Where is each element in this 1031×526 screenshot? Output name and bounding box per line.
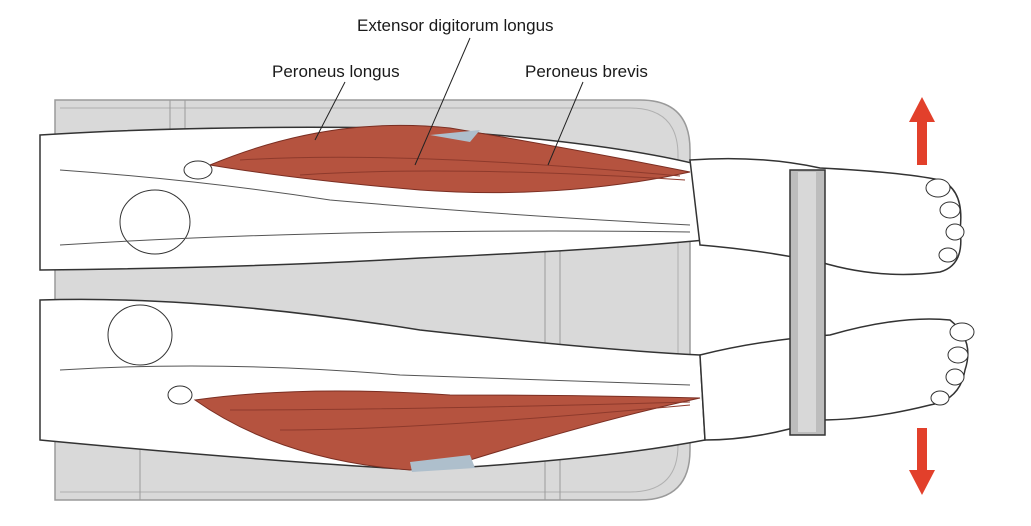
upper-foot bbox=[689, 157, 965, 276]
upper-leg bbox=[39, 124, 706, 271]
label-peroneus-brevis: Peroneus brevis bbox=[525, 62, 648, 81]
label-extensor-digitorum-longus: Extensor digitorum longus bbox=[357, 16, 554, 35]
leader-lines bbox=[314, 37, 584, 166]
lower-leg bbox=[39, 298, 706, 472]
ankle-strap bbox=[789, 169, 826, 436]
label-peroneus-longus: Peroneus longus bbox=[272, 62, 400, 81]
lower-foot bbox=[699, 318, 975, 441]
arrow-down-icon bbox=[909, 428, 935, 495]
arrow-up-icon bbox=[909, 97, 935, 165]
